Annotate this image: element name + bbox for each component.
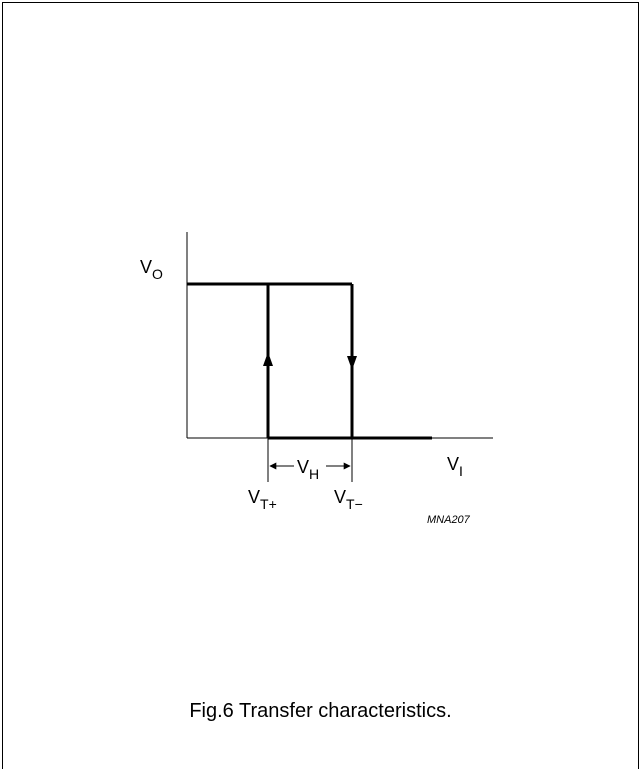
figure-caption: Fig.6 Transfer characteristics. [189, 700, 452, 722]
figure-code: MNA207 [427, 514, 471, 526]
x-axis-label: VI [447, 454, 463, 479]
y-axis-label: VO [140, 257, 163, 282]
vt-minus-label: VT− [334, 487, 363, 512]
up-arrow-icon [263, 352, 273, 366]
vt-plus-label: VT+ [248, 487, 277, 512]
vh-label: VH [297, 457, 319, 482]
down-arrow-icon [347, 356, 357, 370]
